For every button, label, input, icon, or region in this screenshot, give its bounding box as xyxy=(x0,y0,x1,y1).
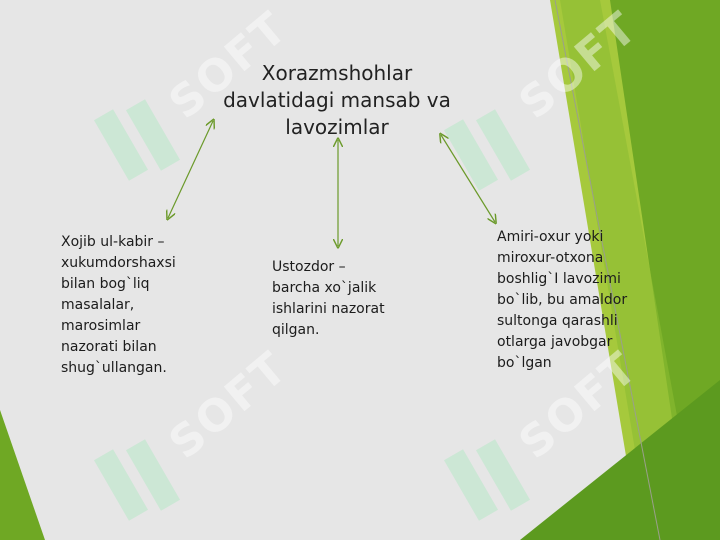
thin-diagonal-line xyxy=(554,0,661,540)
right-green-band-shade xyxy=(560,0,700,540)
slide-title: Xorazmshohlar davlatidagi mansab va lavo… xyxy=(223,61,451,139)
left-green-wedge xyxy=(0,410,45,540)
text-block-amiri-oxur: Amiri-oxur yoki miroxur-otxona boshlig`I… xyxy=(497,229,628,371)
soft-logo-icon xyxy=(440,400,580,540)
text-block-xojib: Xojib ul-kabir – xukumdorshaxsi bilan bo… xyxy=(61,234,176,376)
arrow-left xyxy=(168,121,213,218)
bottom-right-green-wedge xyxy=(520,380,720,540)
soft-logo-icon xyxy=(90,400,230,540)
text-block-ustozdor: Ustozdor – barcha xo`jalik ishlarini naz… xyxy=(272,259,385,338)
arrow-right xyxy=(441,135,495,222)
